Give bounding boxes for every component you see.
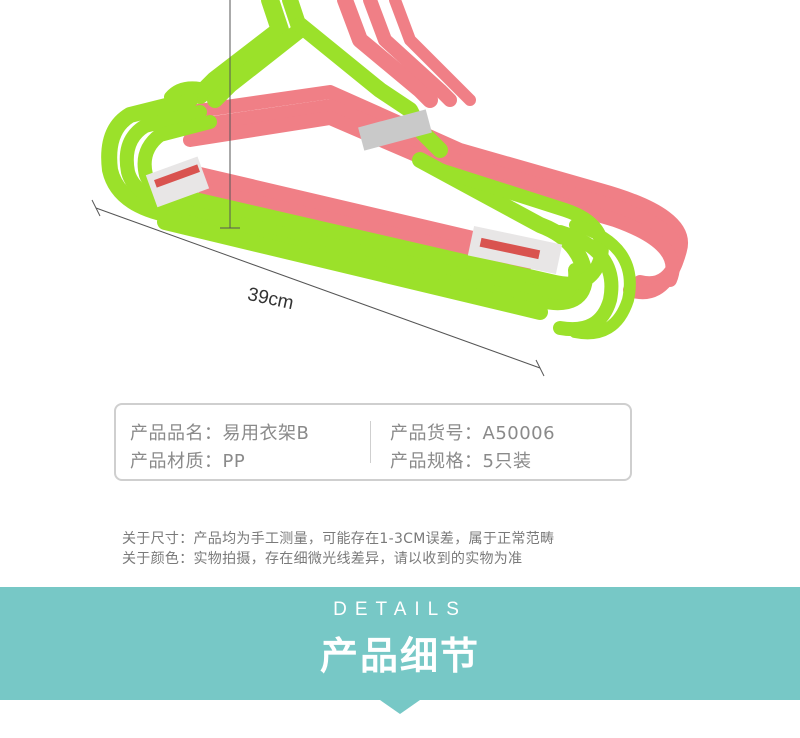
details-banner: DETAILS 产品细节 bbox=[0, 587, 800, 700]
spec-divider bbox=[370, 421, 371, 463]
spec-item-no: 产品货号：A50006 bbox=[390, 423, 556, 444]
product-photo: 39cm bbox=[91, 0, 688, 377]
spec-size: 产品规格：5只装 bbox=[390, 451, 532, 472]
spec-name: 产品品名：易用衣架B bbox=[130, 423, 310, 444]
note-color: 关于颜色：实物拍摄，存在细微光线差异，请以收到的实物为准 bbox=[122, 551, 523, 567]
spec-material: 产品材质：PP bbox=[130, 451, 246, 472]
note-size: 关于尺寸：产品均为手工测量，可能存在1-3CM误差，属于正常范畴 bbox=[122, 531, 555, 547]
details-title-cn: 产品细节 bbox=[319, 634, 480, 678]
details-title-en: DETAILS bbox=[333, 599, 467, 620]
hangers-illustration bbox=[91, 0, 688, 377]
green-hangers bbox=[101, 0, 636, 340]
spec-box: 产品品名：易用衣架B 产品材质：PP 产品货号：A50006 产品规格：5只装 bbox=[114, 403, 632, 481]
width-measure-line bbox=[95, 207, 541, 369]
hanger-tags bbox=[145, 109, 563, 275]
banner-arrow bbox=[380, 700, 420, 714]
